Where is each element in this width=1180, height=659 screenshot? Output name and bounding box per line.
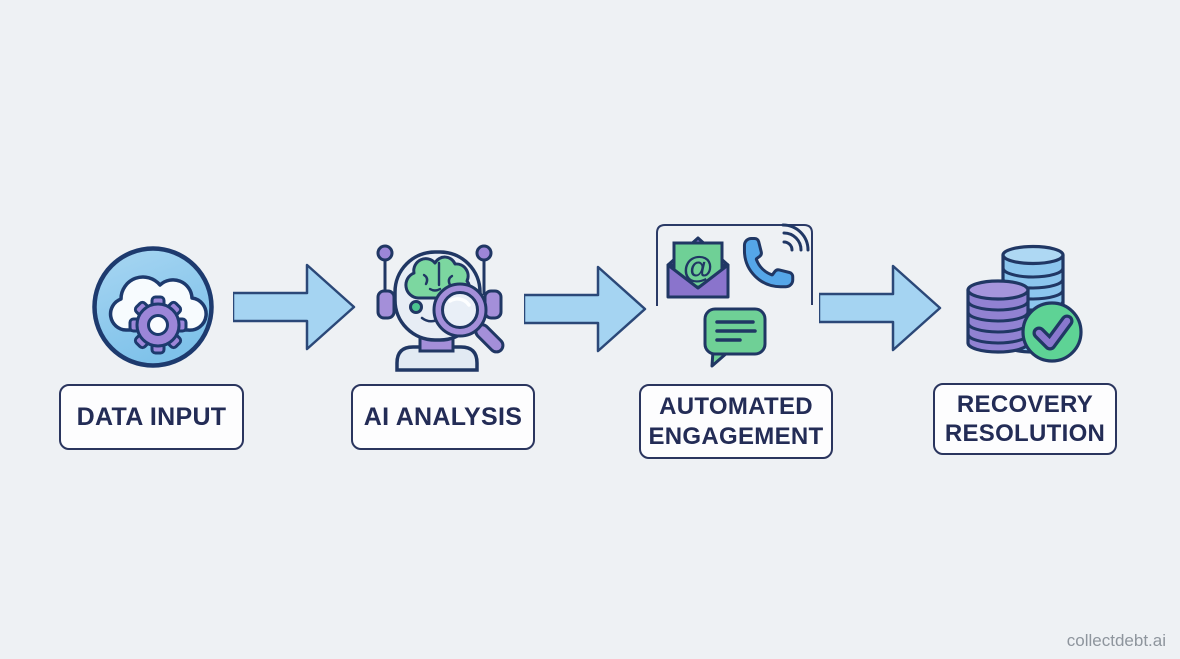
email-icon: @ [666,236,730,299]
coins-checkmark-icon [966,244,1083,363]
flow-arrow-icon [524,265,647,353]
step-label-data-input: DATA INPUT [59,384,244,450]
email-phone-chat-icon: @ [656,223,813,368]
cloud-gear-icon [92,246,214,368]
robot-magnifier-icon [376,244,505,372]
flow-arrow-icon [233,263,356,351]
watermark-text: collectdebt.ai [1066,631,1166,650]
step-label-automated-engagement: AUTOMATED ENGAGEMENT [639,384,833,459]
engagement-frame [656,224,813,306]
flow-arrow-icon [819,264,942,352]
step-label-ai-analysis: AI ANALYSIS [351,384,535,450]
step-label-recovery-resolution: RECOVERY RESOLUTION [933,383,1117,455]
coin-stack-purple [966,279,1030,354]
step-label-text: RECOVERY RESOLUTION [944,390,1106,447]
chat-bubble-icon [703,307,767,368]
step-label-text: AI ANALYSIS [363,402,523,431]
step-label-text: AUTOMATED ENGAGEMENT [648,393,824,450]
checkmark-icon [1021,301,1083,363]
phone-icon [742,223,810,289]
step-label-text: DATA INPUT [76,402,227,431]
